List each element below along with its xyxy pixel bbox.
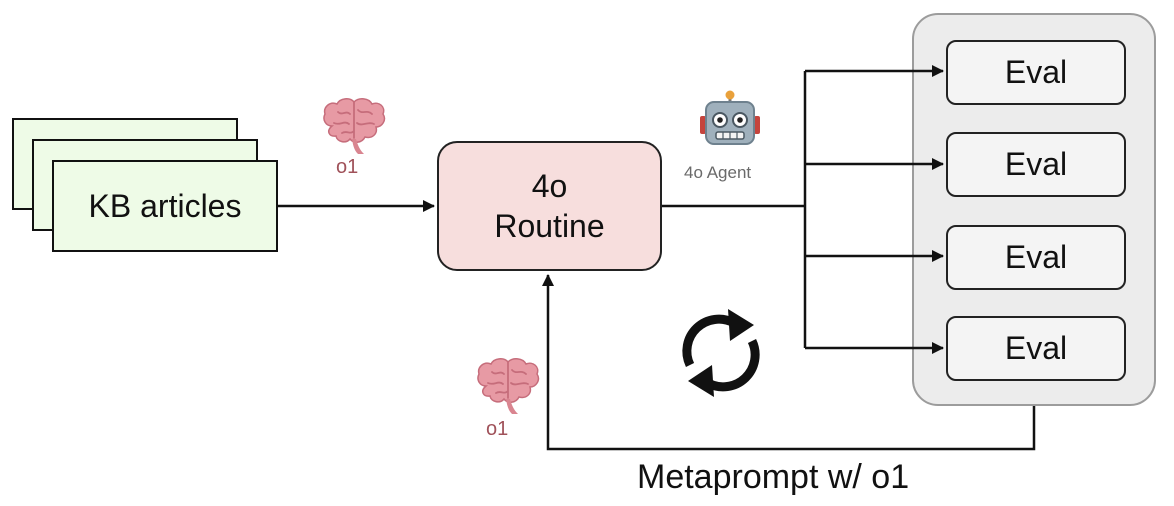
eval-node-2: Eval bbox=[946, 132, 1126, 197]
routine-title-label: Routine bbox=[494, 208, 605, 244]
routine-node: 4o Routine bbox=[437, 141, 662, 271]
brain-top-label: o1 bbox=[336, 156, 359, 178]
refresh-cycle-icon bbox=[682, 309, 760, 397]
robot-icon bbox=[700, 90, 760, 145]
eval-node-3: Eval bbox=[946, 225, 1126, 290]
brain-bottom-label: o1 bbox=[486, 418, 509, 440]
routine-model-label: 4o bbox=[531, 168, 568, 204]
kb-articles-label: KB articles bbox=[88, 187, 242, 224]
kb-article-card-front bbox=[52, 160, 278, 252]
eval-node-1: Eval bbox=[946, 40, 1126, 105]
brain-icon bbox=[477, 358, 540, 414]
agent-label: 4o Agent bbox=[684, 163, 752, 182]
feedback-arrow bbox=[542, 274, 1036, 451]
metaprompt-label: Metaprompt w/ o1 bbox=[637, 458, 910, 496]
eval-node-4: Eval bbox=[946, 316, 1126, 381]
brain-icon bbox=[323, 98, 386, 154]
